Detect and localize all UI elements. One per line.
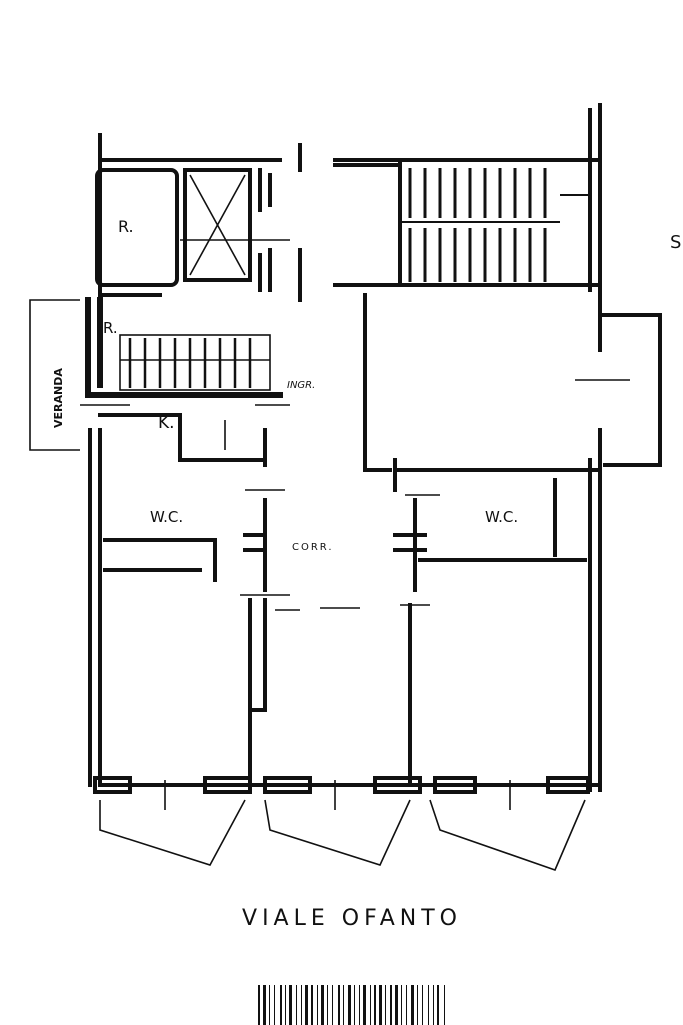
barcode-bar [433,985,434,1025]
barcode-bar [285,985,286,1025]
street-name: VIALE OFANTO [242,906,462,931]
barcode-bar [338,985,340,1025]
barcode-bar [422,985,423,1025]
barcode-bar [401,985,402,1025]
barcode-bar [280,985,282,1025]
main-staircase [333,158,602,287]
barcode-icon [258,985,445,1025]
barcode-bar [437,985,439,1025]
barcode-bar [428,985,429,1025]
edge-mark: S [670,232,681,253]
barcode-bar [406,985,407,1025]
barcode-bar [327,985,328,1025]
barcode-bar [395,985,398,1025]
barcode-bar [289,985,292,1025]
barcode-bar [359,985,360,1025]
barcode-bar [354,985,355,1025]
barcode-bar [332,985,333,1025]
barcode-bar [411,985,414,1025]
barcode-bar [370,985,371,1025]
stair-marker-lower: R. [103,319,118,337]
room-labels: VERANDA INGR. K. W.C. W.C. CORR. R. R. S… [52,217,681,931]
service-block [95,143,302,302]
facade-balconies [93,776,602,872]
barcode-bar [444,985,445,1025]
barcode-bar [258,985,260,1025]
barcode-bar [296,985,297,1025]
barcode-bar [321,985,324,1025]
barcode-bar [301,985,302,1025]
barcode-bar [269,985,270,1025]
wc-left-label: W.C. [150,508,183,526]
barcode-bar [263,985,266,1025]
exterior-walls [88,103,602,792]
barcode-bar [379,985,382,1025]
secondary-staircase [29,293,283,451]
kitchen-block [80,404,290,467]
wc-right-label: W.C. [485,508,518,526]
barcode-bar [390,985,392,1025]
barcode-bar [311,985,313,1025]
corridor-label: CORR. [292,542,334,553]
barcode-bar [374,985,376,1025]
barcode-bar [305,985,308,1025]
barcode-bar [348,985,351,1025]
front-rooms [240,594,430,787]
right-room [363,293,662,492]
stair-marker-upper: R. [118,217,134,236]
veranda-label: VERANDA [52,368,65,428]
ingresso-label: INGR. [287,380,315,391]
barcode-bar [317,985,318,1025]
kitchen-label: K. [158,413,175,433]
barcode-bar [417,985,418,1025]
barcode-bar [385,985,386,1025]
barcode-bar [363,985,366,1025]
barcode-bar [343,985,344,1025]
barcode-bar [274,985,275,1025]
wc-and-corridor [103,478,587,592]
